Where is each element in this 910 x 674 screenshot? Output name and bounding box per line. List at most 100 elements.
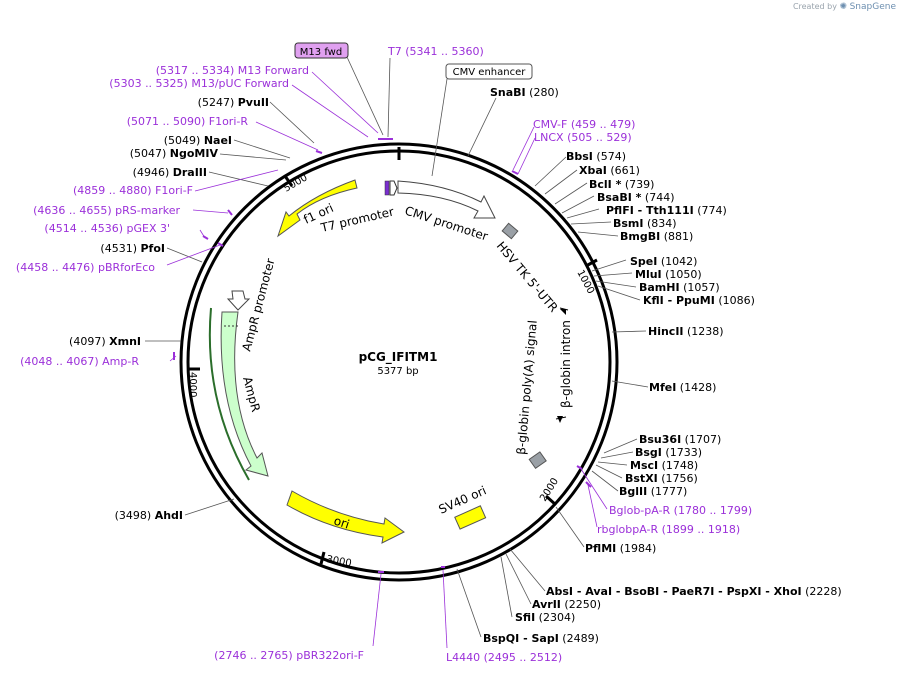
site-name: BstXI (625, 472, 658, 485)
site-name: BclI * (589, 178, 622, 191)
primer-name: T7 (387, 45, 402, 58)
site-label: BsgI (1733) (635, 446, 702, 459)
site-label: MluI (1050) (635, 268, 702, 281)
site-label: BsaBI * (744) (597, 191, 675, 204)
ampr-label: AmpR (240, 375, 263, 413)
site-label: (4097) XmnI (69, 335, 141, 348)
primer-label: (5071 .. 5090) F1ori-R (127, 115, 249, 128)
site-label: AvrII (2250) (532, 598, 601, 611)
primer-range: (5317 .. 5334) (156, 64, 235, 77)
m13-fwd-box (294, 42, 349, 59)
site-label: (5049) NaeI (164, 134, 232, 147)
site-position: (1707) (685, 433, 722, 446)
polya-grey-box (528, 451, 547, 470)
ampr-promoter-arrow (226, 290, 251, 311)
site-name: AvrII (532, 598, 561, 611)
site-position: (3498) (115, 509, 152, 522)
primer-range: (2495 .. 2512) (484, 651, 563, 664)
site-name: MfeI (649, 381, 676, 394)
backbone-outer-ring (179, 142, 619, 582)
site-labels: SnaBI (280)BbsI (574)XbaI (661)BclI * (7… (69, 86, 842, 645)
site-name: SnaBI (490, 86, 526, 99)
site-position: (5247) (198, 96, 235, 109)
plasmid-length: 5377 bp (377, 366, 418, 377)
site-label: BsmI (834) (613, 217, 677, 230)
site-name: DraIII (173, 166, 207, 179)
site-label: PflFI - Tth111I (774) (606, 204, 727, 217)
ori-label: ori (332, 514, 351, 532)
primer-range: (5303 .. 5325) (109, 77, 188, 90)
snapgene-logo-icon: ✺ (839, 2, 848, 12)
primer-label: (5303 .. 5325) M13/pUC Forward (109, 77, 289, 90)
cmv-promoter-arrow (397, 180, 496, 219)
site-label: BspQI - SapI (2489) (483, 632, 599, 645)
primer-name: M13 Forward (238, 64, 309, 77)
site-position: (4946) (133, 166, 170, 179)
site-position: (1086) (718, 294, 755, 307)
primer-label: (2746 .. 2765) pBR322ori-F (214, 649, 364, 662)
primer-name: F1ori-R (209, 115, 249, 128)
primer-name: L4440 (446, 651, 480, 664)
primer-range: (459 .. 479) (571, 118, 636, 131)
site-name: NaeI (204, 134, 232, 147)
primer-range: (5071 .. 5090) (127, 115, 206, 128)
site-name: SpeI (630, 255, 657, 268)
primer-label: Bglob-pA-R (1780 .. 1799) (609, 504, 752, 517)
site-position: (5047) (130, 147, 167, 160)
site-position: (2250) (564, 598, 601, 611)
primer-name: pRS-marker (115, 204, 180, 217)
primer-name: pBR322ori-F (296, 649, 364, 662)
primer-range: (4859 .. 4880) (73, 184, 152, 197)
site-label: PflMI (1984) (585, 542, 656, 555)
site-name: AhdI (155, 509, 183, 522)
site-position: (1748) (662, 459, 699, 472)
site-name: HincII (648, 325, 684, 338)
site-label: SnaBI (280) (490, 86, 559, 99)
primer-name: pGEX 3' (126, 222, 170, 235)
site-position: (834) (647, 217, 677, 230)
primer-range: (505 .. 529) (567, 131, 632, 144)
primer-label: T7 (5341 .. 5360) (387, 45, 484, 58)
m13-fwd-label: M13 fwd (300, 47, 342, 58)
primer-label: LNCX (505 .. 529) (534, 131, 632, 144)
primer-range: (4514 .. 4536) (44, 222, 123, 235)
site-name: BamHI (639, 281, 680, 294)
site-position: (1057) (683, 281, 720, 294)
site-position: (774) (697, 204, 727, 217)
site-label: HincII (1238) (648, 325, 724, 338)
site-position: (4531) (100, 242, 137, 255)
snapgene-credit: Created by ✺ SnapGene (793, 2, 896, 12)
primer-connectors (166, 71, 608, 649)
sv40-ori-box (454, 505, 487, 530)
primer-label: (4636 .. 4655) pRS-marker (33, 204, 180, 217)
site-position: (1756) (661, 472, 698, 485)
site-label: SpeI (1042) (630, 255, 697, 268)
site-position: (1984) (620, 542, 657, 555)
site-name: BsgI (635, 446, 662, 459)
site-position: (574) (596, 150, 626, 163)
primer-label: (4048 .. 4067) Amp-R (20, 355, 139, 368)
site-position: (4097) (69, 335, 106, 348)
site-name: BsaBI * (597, 191, 642, 204)
credit-prefix: Created by (792, 2, 837, 11)
primer-label: rbglobpA-R (1899 .. 1918) (597, 523, 740, 536)
primer-label: CMV-F (459 .. 479) (533, 118, 635, 131)
site-name: MluI (635, 268, 662, 281)
credit-brand: SnapGene (849, 2, 896, 12)
primer-range: (1780 .. 1799) (674, 504, 753, 517)
cmv-enhancer-box (445, 63, 533, 80)
site-name: BspQI - SapI (483, 632, 559, 645)
primer-label: (4458 .. 4476) pBRforEco (16, 261, 155, 274)
primer-name: Amp-R (102, 355, 139, 368)
connector-lines (145, 56, 649, 638)
primer-name: CMV-F (533, 118, 567, 131)
f1-ori-arrow (277, 179, 358, 238)
primer-range: (4636 .. 4655) (33, 204, 112, 217)
site-position: (1428) (680, 381, 717, 394)
ampr-cds-track (208, 307, 250, 481)
ori-arrow (286, 490, 405, 544)
primer-name: Bglob-pA-R (609, 504, 671, 517)
site-name: BglII (619, 485, 647, 498)
site-label: XbaI (661) (579, 164, 640, 177)
